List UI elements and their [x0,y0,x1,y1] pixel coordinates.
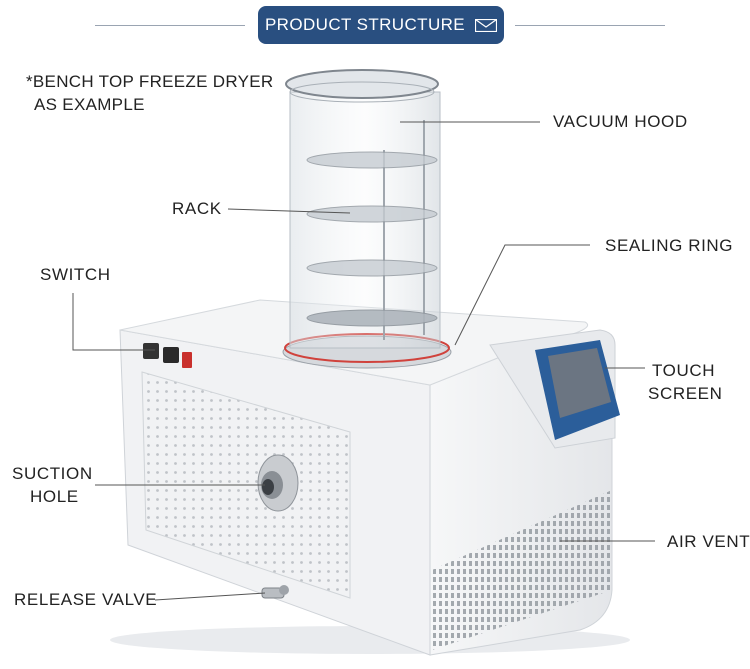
label-touch-screen-line1: TOUCH [652,361,716,380]
label-suction-hole-line2: HOLE [30,487,79,506]
label-rack: RACK [172,199,222,218]
label-release-valve: RELEASE VALVE [14,590,158,609]
power-switch [143,343,192,368]
suction-hole [257,454,299,512]
section-title-badge: PRODUCT STRUCTURE [258,6,504,44]
leader-lines [72,121,655,601]
touch-screen-display [535,340,620,440]
label-suction-hole-line1: SUCTION [12,464,93,483]
air-vent-grille [432,490,612,650]
label-vacuum-hood: VACUUM HOOD [553,112,688,131]
header-divider-left [95,25,245,26]
vacuum-hood-inner-rim [289,81,435,103]
example-note-line2: AS EXAMPLE [34,95,145,114]
release-valve [261,585,289,599]
label-switch: SWITCH [40,265,111,284]
section-title: PRODUCT STRUCTURE [264,15,466,34]
label-touch-screen-line2: SCREEN [648,384,723,403]
label-air-vent: AIR VENT [667,532,750,551]
label-sealing-ring: SEALING RING [605,236,734,255]
example-note-line1: *BENCH TOP FREEZE DRYER [26,72,274,91]
rack [306,120,438,340]
vacuum-hood-rim [285,69,439,99]
mail-icon [475,18,498,32]
example-note: *BENCH TOP FREEZE DRYER AS EXAMPLE [26,70,273,116]
header-divider-right [515,25,665,26]
